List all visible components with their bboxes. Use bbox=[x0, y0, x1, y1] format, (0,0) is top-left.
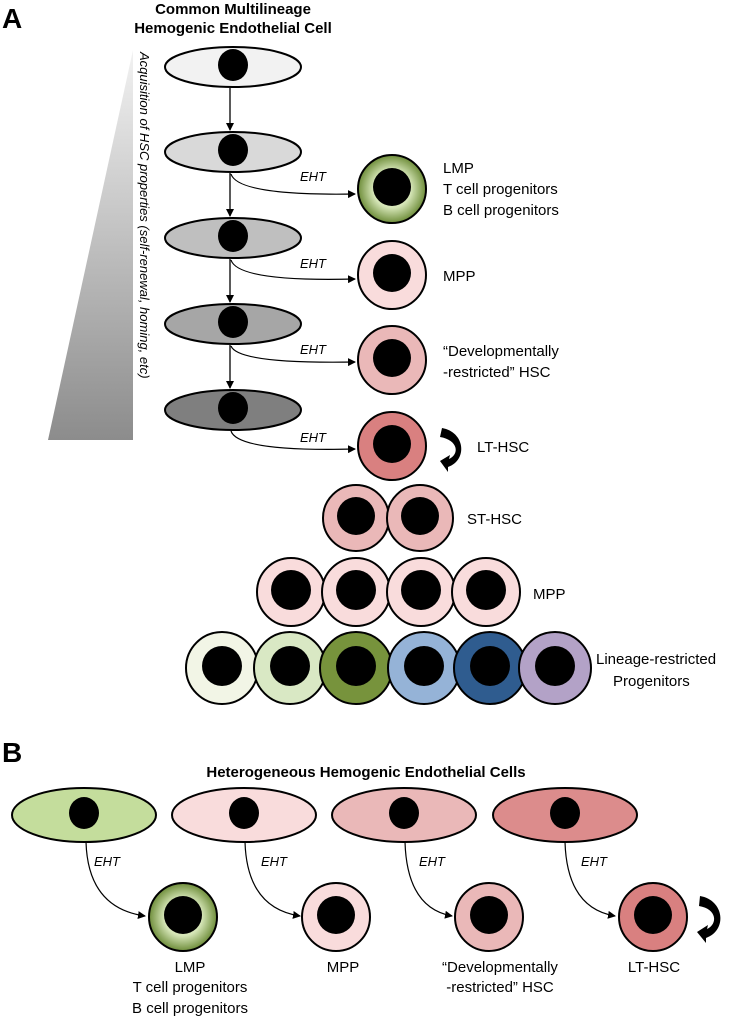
eht-label-b-2: EHT bbox=[261, 854, 288, 869]
eht-label-b-3: EHT bbox=[419, 854, 446, 869]
t-cell-label-b: T cell progenitors bbox=[133, 979, 248, 996]
eht-arrow-b-1 bbox=[85, 841, 146, 919]
eht-label-2: EHT bbox=[300, 256, 327, 271]
lineage-label-line1: Lineage-restricted bbox=[596, 651, 716, 668]
mpp-row-cell-3 bbox=[386, 557, 456, 627]
hsc-property-gradient-wedge bbox=[48, 50, 133, 440]
eht-label-3: EHT bbox=[300, 342, 327, 357]
hemogenic-endothelial-cell-1 bbox=[11, 787, 157, 843]
eht-arrow-lt-hsc bbox=[230, 430, 356, 454]
mpp-label-b: MPP bbox=[327, 959, 360, 976]
eht-label-b-4: EHT bbox=[581, 854, 608, 869]
hemogenic-endothelial-cell-4 bbox=[492, 787, 638, 843]
lt-hsc-label-b: LT-HSC bbox=[628, 959, 680, 976]
endothelial-cell-2 bbox=[164, 131, 302, 173]
mpp-cell-b bbox=[301, 882, 371, 952]
dev-hsc-label-b-line1: “Developmentally bbox=[442, 959, 558, 976]
lt-hsc-label: LT-HSC bbox=[477, 439, 529, 456]
self-renewal-arrow-icon-b bbox=[697, 896, 721, 943]
eht-arrow-b-2 bbox=[244, 841, 301, 919]
lineage-cell-3 bbox=[319, 631, 393, 705]
mpp-row-label: MPP bbox=[533, 586, 566, 603]
dev-hsc-label-line1: “Developmentally bbox=[443, 343, 559, 360]
endothelial-cell-1 bbox=[164, 46, 302, 88]
lineage-cell-1 bbox=[185, 631, 259, 705]
st-hsc-label: ST-HSC bbox=[467, 511, 522, 528]
gradient-label: Acquisition of HSC properties (self-rene… bbox=[137, 51, 152, 379]
lineage-label-line2: Progenitors bbox=[613, 673, 690, 690]
endothelial-cell-3 bbox=[164, 217, 302, 259]
lineage-cell-5 bbox=[453, 631, 527, 705]
lt-hsc-cell-b bbox=[618, 882, 688, 952]
panel-a-title-line1: Common Multilineage bbox=[155, 1, 311, 18]
lineage-cell-6 bbox=[518, 631, 592, 705]
hemogenic-endothelial-cell-2 bbox=[171, 787, 317, 843]
eht-arrow-dev-hsc bbox=[230, 345, 356, 367]
mpp-label: MPP bbox=[443, 268, 476, 285]
mpp-row-cell-1 bbox=[256, 557, 326, 627]
eht-label-4: EHT bbox=[300, 430, 327, 445]
mpp-cell bbox=[357, 240, 427, 310]
eht-arrow-b-3 bbox=[404, 841, 453, 919]
panel-a-title-line2: Hemogenic Endothelial Cell bbox=[134, 20, 332, 37]
panel-a-letter: A bbox=[2, 3, 22, 34]
b-cell-label: B cell progenitors bbox=[443, 202, 559, 219]
eht-arrow-b-4 bbox=[564, 841, 616, 919]
panel-b-letter: B bbox=[2, 737, 22, 768]
b-cell-label-b: B cell progenitors bbox=[132, 1000, 248, 1017]
eht-label-b-1: EHT bbox=[94, 854, 121, 869]
endothelial-cell-5 bbox=[164, 389, 302, 431]
lmp-cell bbox=[357, 154, 427, 224]
dev-restricted-hsc-cell bbox=[357, 325, 427, 395]
lineage-cell-2 bbox=[253, 631, 327, 705]
t-cell-label: T cell progenitors bbox=[443, 181, 558, 198]
dev-hsc-label-line2: -restricted” HSC bbox=[443, 364, 551, 381]
dev-restricted-hsc-cell-b bbox=[454, 882, 524, 952]
mpp-row-cell-4 bbox=[451, 557, 521, 627]
st-hsc-cell-2 bbox=[386, 484, 454, 552]
endothelial-cell-4 bbox=[164, 303, 302, 345]
eht-arrow-mpp bbox=[230, 259, 356, 284]
dev-hsc-label-b-line2: -restricted” HSC bbox=[446, 979, 554, 996]
lmp-label-b: LMP bbox=[175, 959, 206, 976]
lineage-cell-4 bbox=[387, 631, 461, 705]
eht-label-1: EHT bbox=[300, 169, 327, 184]
mpp-row-cell-2 bbox=[321, 557, 391, 627]
panel-b-title: Heterogeneous Hemogenic Endothelial Cell… bbox=[206, 764, 525, 781]
hemogenic-endothelial-cell-3 bbox=[331, 787, 477, 843]
lmp-label: LMP bbox=[443, 160, 474, 177]
self-renewal-arrow-icon bbox=[440, 428, 462, 472]
eht-arrow-lmp bbox=[230, 173, 356, 199]
lmp-cell-b bbox=[148, 882, 218, 952]
lt-hsc-cell bbox=[357, 411, 427, 481]
st-hsc-cell-1 bbox=[322, 484, 390, 552]
